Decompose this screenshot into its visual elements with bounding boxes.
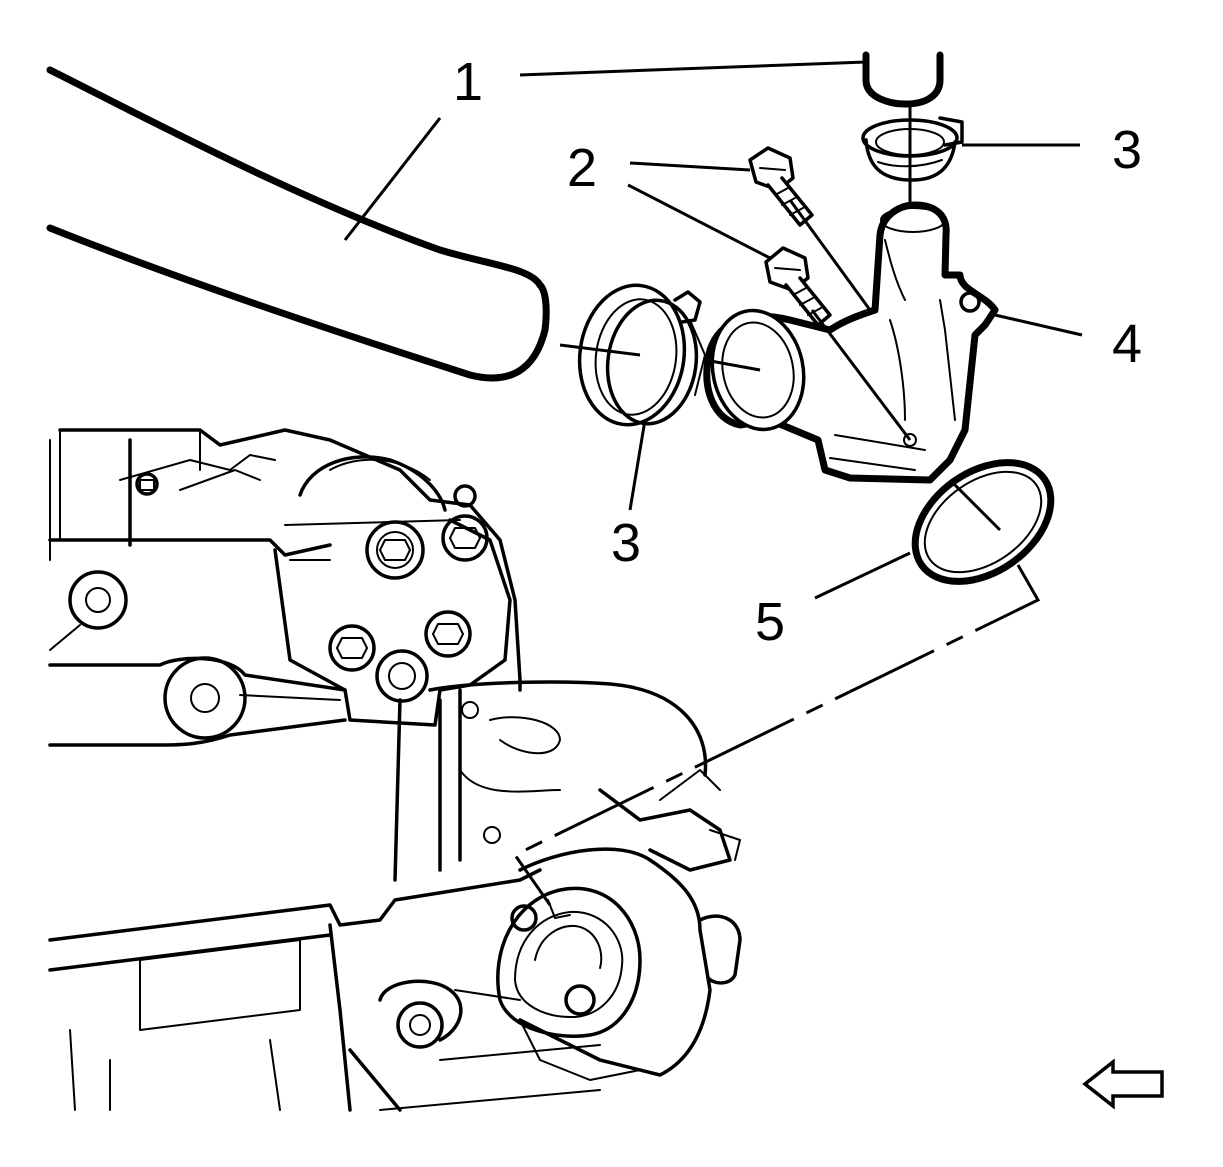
callout-labels: 1 2 3 3 4 5 (453, 52, 1142, 652)
hose-clamp-upper (861, 116, 964, 182)
leader-lines (343, 60, 1083, 906)
left-arrow-icon (1082, 1058, 1164, 1110)
callout-2: 2 (567, 138, 597, 198)
callout-5: 5 (755, 592, 785, 652)
callout-4: 4 (1112, 314, 1142, 374)
hose-large (46, 66, 550, 382)
callout-3-lower: 3 (611, 513, 641, 573)
bolt-upper (748, 146, 814, 227)
callout-1: 1 (453, 52, 483, 112)
callout-3-upper: 3 (1112, 120, 1142, 180)
hose-small (862, 51, 944, 108)
engine-block (48, 428, 742, 1112)
bolt-lower (764, 246, 832, 327)
